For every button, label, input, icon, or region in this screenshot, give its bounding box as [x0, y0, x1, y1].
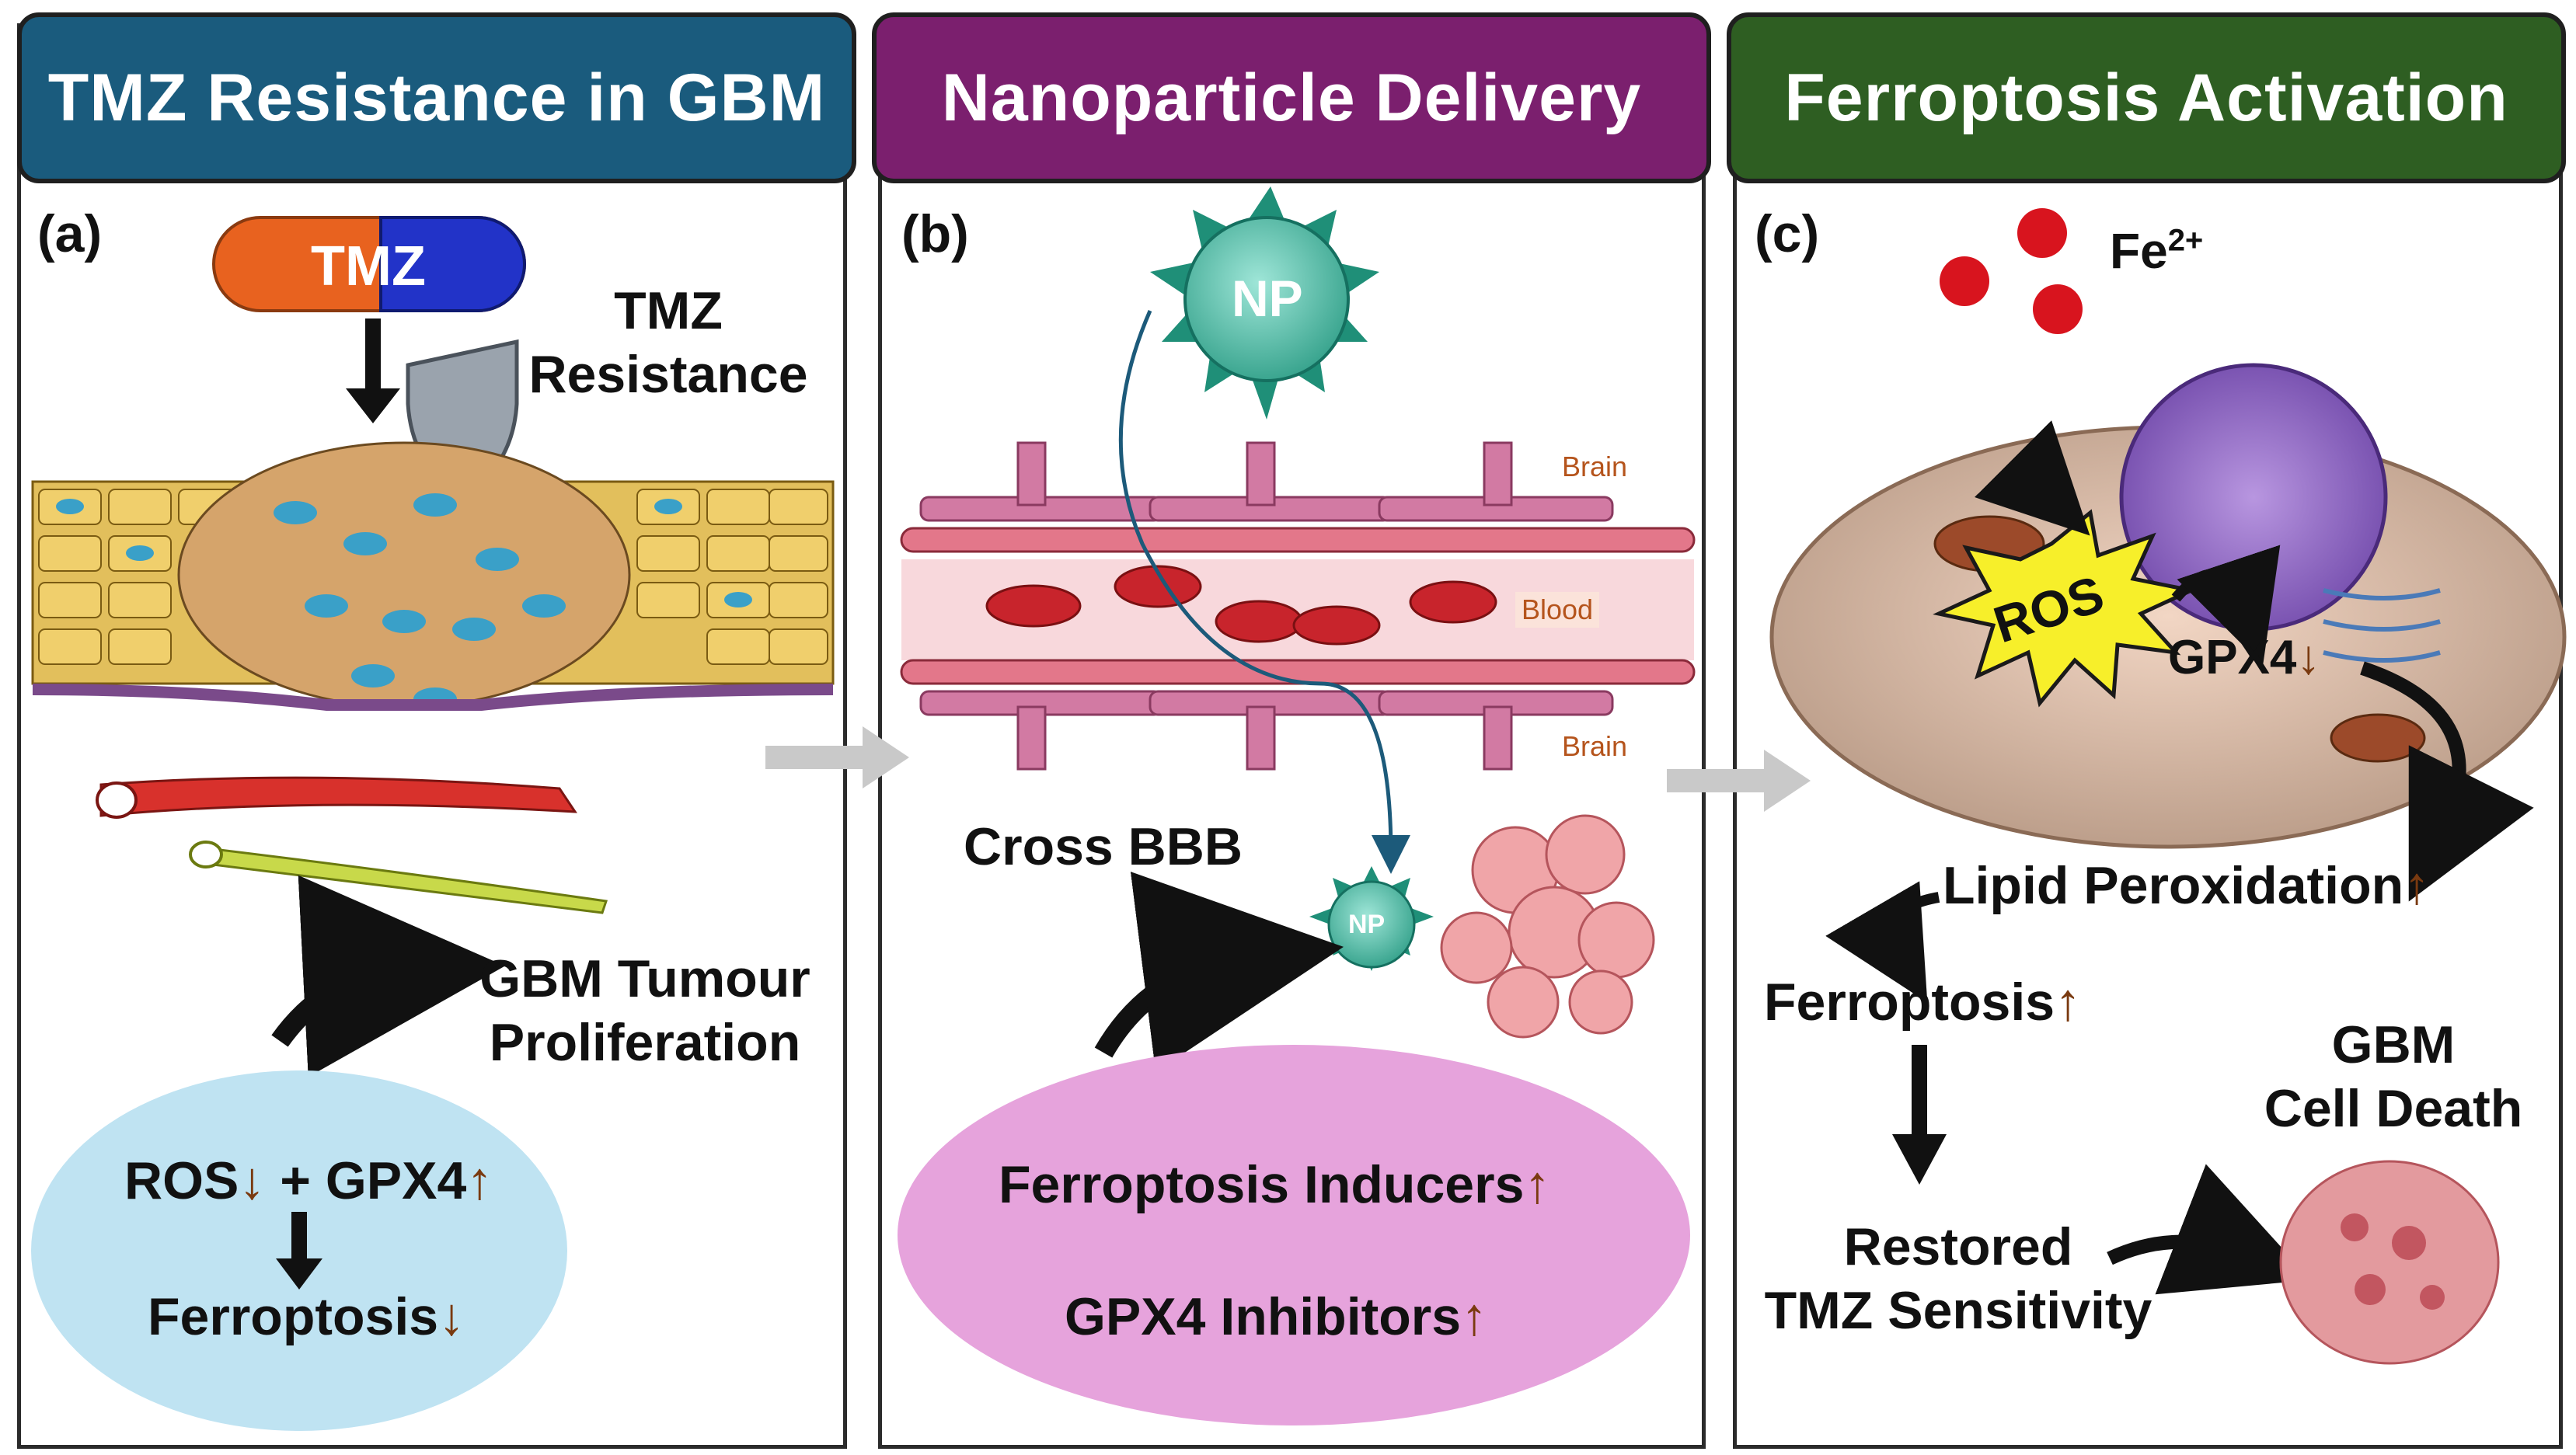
restored-line-1: Restored [1843, 1217, 2073, 1276]
death-line-1: GBM [2331, 1015, 2456, 1074]
ros-text: ROS [124, 1151, 239, 1210]
gpx4-c-text: GPX4 [2168, 631, 2297, 684]
down-arrow-icon: ↓ [2296, 631, 2321, 684]
up-arrow-icon: ↑ [1461, 1287, 1488, 1346]
fe-label: Fe2+ [2110, 221, 2203, 281]
header-panel-b: Nanoparticle Delivery [872, 12, 1711, 183]
tissue-layer [31, 441, 835, 711]
cell-body [1769, 363, 2567, 849]
tumour-cluster [1440, 814, 1655, 1039]
up-arrow-icon: ↑ [2055, 973, 2082, 1032]
curved-arrow-icon [1825, 881, 1940, 1003]
fe-text: Fe [2110, 223, 2168, 279]
lipid-label: Lipid Peroxidation↑ [1943, 855, 2430, 918]
down-arrow-icon: ↓ [239, 1151, 266, 1210]
restored-label: Restored TMZ Sensitivity [1733, 1216, 2184, 1342]
panel-label-a: (a) [37, 204, 103, 263]
gbm-proliferation-label: GBM Tumour Proliferation [435, 948, 855, 1074]
inhibitors-text: GPX4 Inhibitors [1065, 1287, 1462, 1346]
ferroptosis-text: Ferroptosis [148, 1287, 439, 1346]
brain-bottom-label: Brain [1562, 730, 1628, 762]
restored-line-2: TMZ Sensitivity [1764, 1280, 2152, 1340]
up-arrow-icon: ↑ [1524, 1155, 1551, 1214]
curved-arrow-icon [271, 875, 505, 1077]
blood-brain-barrier [900, 441, 1696, 771]
arrow-down-icon [276, 1212, 322, 1290]
arrow-down-icon [346, 318, 400, 423]
cross-bbb-label: Cross BBB [964, 817, 1243, 876]
np-path-arrow [1118, 309, 1410, 874]
gpx4-c-label: GPX4↓ [2168, 629, 2320, 687]
resistance-line-1: TMZ [614, 281, 723, 340]
fe-superscript: 2+ [2167, 223, 2204, 258]
curved-arrow-icon [2107, 1164, 2311, 1295]
nanoparticle-large [1150, 186, 1379, 419]
curved-arrow-icon [2171, 545, 2281, 666]
ferroptosis-c-text: Ferroptosis [1764, 973, 2055, 1032]
ros-gpx4-label: ROS↓ + GPX4↑ [124, 1150, 493, 1213]
tmz-resistance-label: TMZ Resistance [513, 280, 824, 406]
transition-arrow-ab [765, 726, 909, 788]
inducers-label: Ferroptosis Inducers↑ [999, 1154, 1550, 1217]
np-large-label: NP [1232, 270, 1303, 327]
capsule-label: TMZ [311, 235, 426, 298]
header-panel-c: Ferroptosis Activation [1727, 12, 2566, 183]
curved-arrow-icon [2360, 661, 2534, 902]
ferroptosis-c-label: Ferroptosis↑ [1764, 971, 2081, 1035]
brain-top-label: Brain [1562, 451, 1628, 482]
death-line-2: Cell Death [2264, 1078, 2523, 1138]
panel-label-c: (c) [1755, 204, 1820, 263]
inhibitors-label: GPX4 Inhibitors↑ [1065, 1286, 1487, 1349]
up-arrow-icon: ↑ [466, 1151, 493, 1210]
np-small-label: NP [1348, 910, 1386, 939]
arrow-down-icon [1892, 1045, 1947, 1185]
panel-label-b: (b) [901, 204, 969, 263]
header-panel-a: TMZ Resistance in GBM [17, 12, 856, 183]
resistance-line-2: Resistance [528, 344, 808, 404]
blood-label: Blood [1515, 592, 1600, 628]
prolif-line-2: Proliferation [489, 1012, 801, 1072]
tmz-capsule [212, 216, 526, 312]
ferroptosis-a-label: Ferroptosis↓ [148, 1286, 465, 1349]
curved-arrow-icon [1094, 872, 1344, 1073]
transition-arrow-bc [1667, 750, 1811, 812]
cell-death-label: GBM Cell Death [2238, 1014, 2549, 1140]
dying-cell [2279, 1160, 2500, 1365]
gpx4-text: + GPX4 [280, 1151, 467, 1210]
blood-vessel [96, 776, 608, 914]
ros-burst-icon [1933, 509, 2198, 708]
inducers-ellipse [898, 1045, 1690, 1425]
down-arrow-icon: ↓ [438, 1287, 465, 1346]
inducers-text: Ferroptosis Inducers [999, 1155, 1525, 1214]
prolif-line-1: GBM Tumour [479, 949, 810, 1008]
curved-arrow-icon [1975, 420, 2090, 536]
up-arrow-icon: ↑ [2403, 856, 2431, 915]
lipid-text: Lipid Peroxidation [1943, 856, 2404, 915]
